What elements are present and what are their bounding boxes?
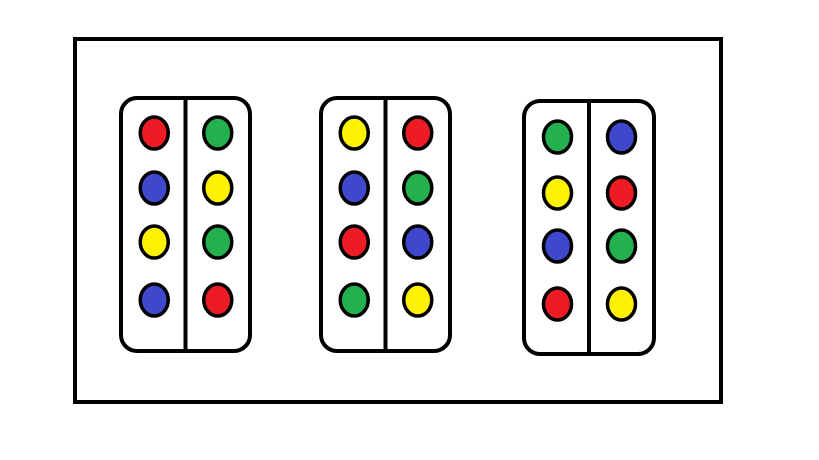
red-dot <box>541 286 574 322</box>
red-dot <box>138 115 170 151</box>
cards-group <box>119 96 656 356</box>
pill-card-2 <box>319 96 452 353</box>
yellow-dot <box>541 175 574 211</box>
blue-dot <box>138 170 170 206</box>
yellow-dot <box>202 170 234 206</box>
red-dot <box>402 115 434 151</box>
green-dot <box>541 119 574 155</box>
yellow-dot <box>138 224 170 260</box>
green-dot <box>605 228 638 264</box>
yellow-dot <box>402 282 434 318</box>
blue-dot <box>338 170 370 206</box>
blue-dot <box>541 228 574 264</box>
red-dot <box>338 224 370 260</box>
green-dot <box>202 224 234 260</box>
blue-dot <box>605 119 638 155</box>
green-dot <box>202 115 234 151</box>
pill-card-1 <box>119 96 252 353</box>
red-dot <box>605 175 638 211</box>
green-dot <box>402 170 434 206</box>
blue-dot <box>138 282 170 318</box>
yellow-dot <box>338 115 370 151</box>
outer-frame <box>73 37 723 404</box>
green-dot <box>338 282 370 318</box>
pill-card-3 <box>522 99 656 356</box>
blue-dot <box>402 224 434 260</box>
red-dot <box>202 282 234 318</box>
yellow-dot <box>605 286 638 322</box>
